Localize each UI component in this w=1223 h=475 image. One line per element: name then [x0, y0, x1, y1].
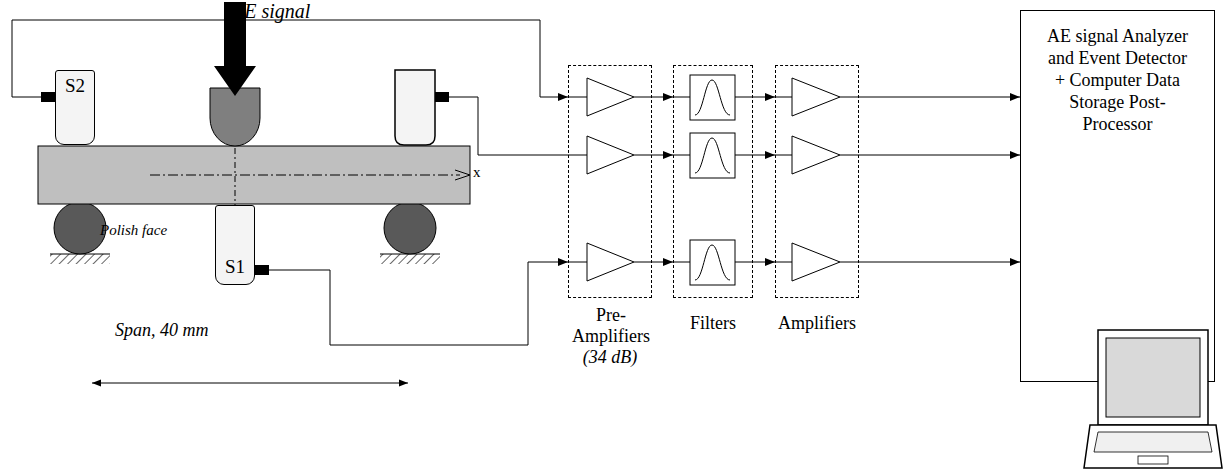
wire-segment: [753, 97, 775, 98]
axis-label: x: [473, 164, 481, 181]
wire-segment: [859, 97, 1020, 98]
node-text: (34 dB): [549, 347, 671, 368]
wire-segment: [652, 262, 673, 263]
preamp-group: Pre- Amplifiers(34 dB): [568, 65, 652, 298]
node-text: S2: [56, 75, 94, 97]
amplifier-group: Amplifiers: [775, 65, 859, 298]
wire-segment: [12, 20, 568, 97]
node-text: Filters: [654, 313, 772, 334]
signal-label: AE signal: [232, 0, 310, 23]
span-dimension: Span, 40 mm: [115, 320, 209, 341]
sensor-s1: S1: [215, 205, 255, 285]
signal-wire: [652, 97, 673, 262]
signal-wire: [859, 97, 1020, 262]
wire-segment: [269, 262, 568, 345]
sensor-s2: S2: [55, 70, 95, 145]
wire-segment: [859, 262, 1020, 263]
face-label: Polish face: [100, 222, 167, 239]
wire-segment: [753, 155, 775, 156]
signal-wire: [12, 20, 568, 97]
signal-wire: [753, 97, 775, 262]
wire-segment: [859, 155, 1020, 156]
analyzer-box: AE signal Analyzer and Event Detector + …: [1020, 10, 1215, 382]
signal-wire: [269, 262, 568, 345]
node-text: S1: [216, 256, 254, 278]
node-text: AE signal Analyzer and Event Detector + …: [1043, 25, 1193, 135]
wire-segment: [652, 155, 673, 156]
filter-group: Filters: [673, 65, 753, 298]
wire-segment: [652, 97, 673, 98]
node-text: Pre- Amplifiers: [566, 305, 656, 347]
wire-segment: [753, 262, 775, 263]
node-text: Amplifiers: [756, 313, 878, 334]
